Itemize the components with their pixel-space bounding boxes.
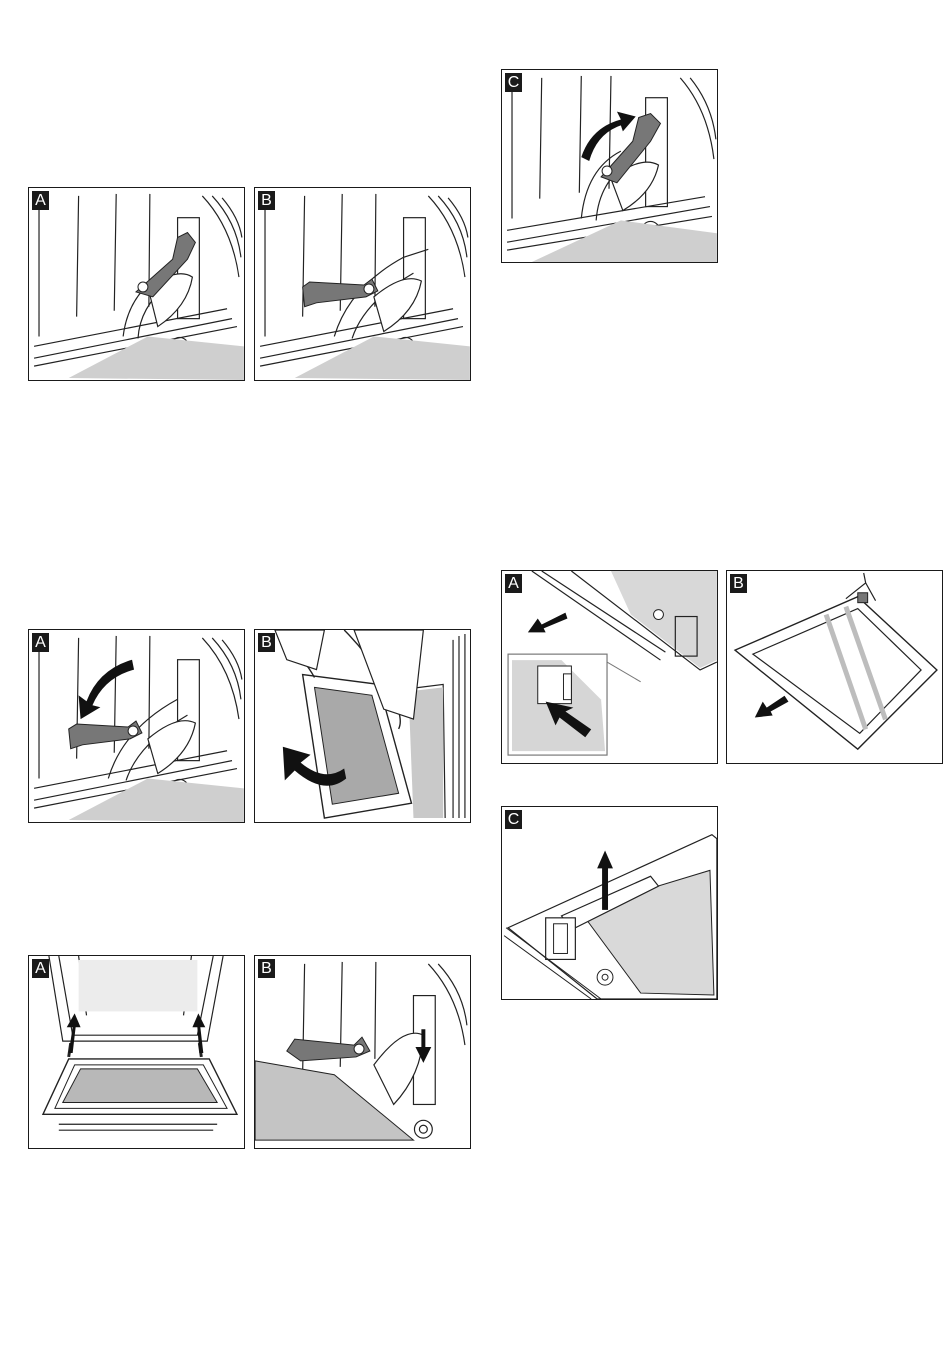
panel-label: C	[505, 810, 522, 829]
panel-label: B	[258, 191, 275, 210]
hinge-lever-closed-illustration	[29, 188, 244, 380]
panel-label: B	[258, 633, 275, 652]
panel-label: B	[258, 959, 275, 978]
arrow-up-pair-icon	[29, 956, 244, 1148]
arrow-up-icon	[502, 807, 717, 999]
glass-remove-panel-a: A	[501, 570, 718, 764]
panel-label: B	[730, 574, 747, 593]
panel-label: A	[32, 959, 49, 978]
panel-label: A	[32, 633, 49, 652]
glass-remove-panel-b: B	[726, 570, 943, 764]
arrow-down-icon	[255, 956, 470, 1148]
arrow-up-icon	[502, 70, 717, 262]
hinge-unlock-panel-b: B	[254, 187, 471, 381]
arrow-down-left-icon	[29, 630, 244, 822]
panel-label: C	[505, 73, 522, 92]
arrow-down-left-icon	[727, 571, 942, 763]
hinge-unlock-panel-a: A	[28, 187, 245, 381]
door-remove-panel-b: B	[254, 629, 471, 823]
arrow-left-down-icon	[502, 571, 717, 763]
glass-clip-panel-c: C	[501, 806, 718, 1000]
arrow-curved-up-icon	[255, 630, 470, 822]
panel-label: A	[32, 191, 49, 210]
panel-label: A	[505, 574, 522, 593]
door-refit-panel-b: B	[254, 955, 471, 1149]
hinge-relock-panel-c: C	[501, 69, 718, 263]
hinge-lever-open-illustration	[255, 188, 470, 380]
door-remove-panel-a: A	[28, 629, 245, 823]
door-refit-panel-a: A	[28, 955, 245, 1149]
